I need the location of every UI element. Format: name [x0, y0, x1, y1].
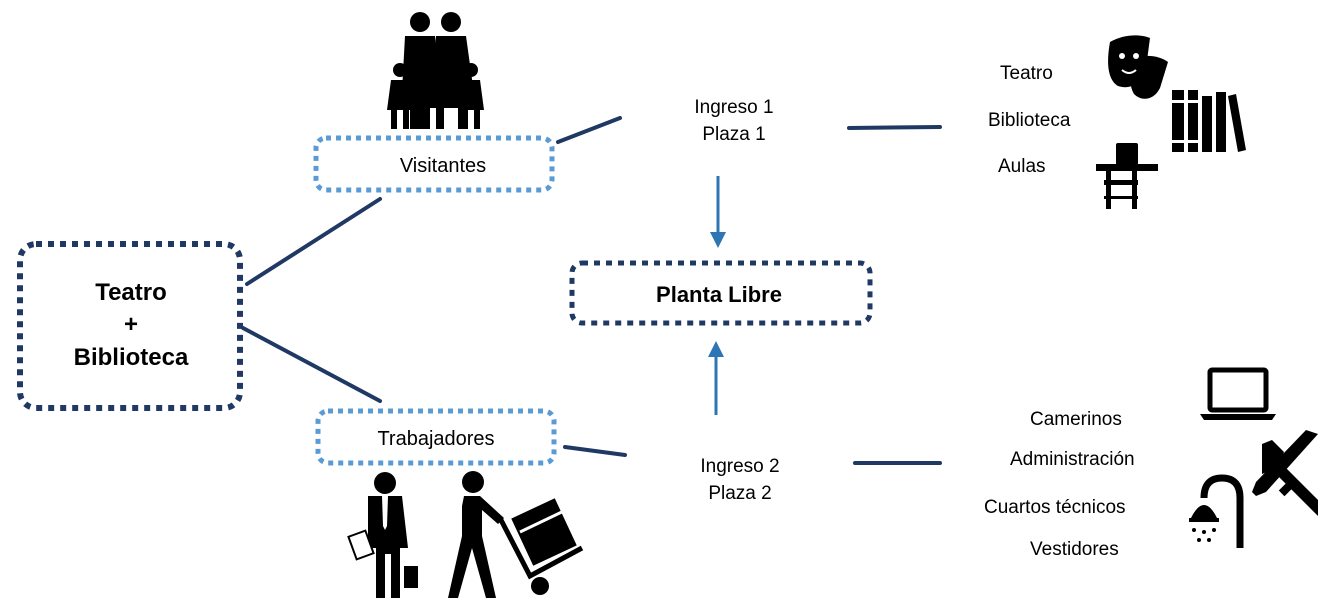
center-label: Planta Libre — [656, 282, 782, 307]
main-box-line3: Biblioteca — [74, 344, 189, 371]
arrow-entrance2-to-center — [708, 341, 724, 415]
private-space-item: Cuartos técnicos — [984, 497, 1126, 518]
connector-entrance1-public — [847, 125, 942, 130]
entrance2-line2: Plaza 2 — [708, 483, 771, 504]
arrow-entrance1-to-center — [710, 176, 726, 248]
public-space-item: Teatro — [1000, 63, 1053, 84]
books-icon — [1172, 90, 1246, 152]
connector-main-visitors — [245, 197, 382, 286]
connector-main-workers — [241, 326, 382, 403]
connector-visitors-entrance1 — [556, 116, 622, 144]
private-spaces-list: Camerinos Administración Cuartos técnico… — [984, 409, 1135, 560]
workers-box: Trabajadores — [315, 408, 557, 466]
main-box-line1: Teatro — [95, 279, 167, 306]
entrance-1: Ingreso 1 Plaza 1 — [694, 97, 773, 145]
private-space-item: Administración — [1010, 449, 1135, 470]
businessman-icon — [347, 472, 418, 598]
entrance1-line2: Plaza 1 — [702, 124, 765, 145]
shower-icon — [1189, 474, 1244, 548]
entrance-2: Ingreso 2 Plaza 2 — [700, 456, 779, 504]
theater-masks-icon — [1108, 35, 1168, 99]
private-space-item: Camerinos — [1030, 409, 1122, 430]
tools-icon — [1252, 430, 1318, 516]
center-box: Planta Libre — [569, 260, 873, 326]
entrance1-line1: Ingreso 1 — [694, 97, 773, 118]
main-box: Teatro + Biblioteca — [17, 241, 243, 411]
main-box-line2: + — [124, 311, 138, 338]
public-spaces-list: Teatro Biblioteca Aulas — [988, 63, 1071, 177]
workers-label: Trabajadores — [377, 428, 494, 450]
connector-workers-entrance2 — [563, 445, 627, 457]
family-icon — [387, 12, 484, 129]
school-desk-icon — [1096, 143, 1158, 209]
public-space-item: Aulas — [998, 156, 1046, 177]
private-space-item: Vestidores — [1030, 539, 1119, 560]
visitors-label: Visitantes — [400, 155, 486, 177]
public-space-item: Biblioteca — [988, 110, 1071, 131]
delivery-worker-icon — [448, 471, 584, 598]
laptop-icon — [1200, 367, 1276, 420]
connectors — [241, 116, 942, 465]
entrance2-line1: Ingreso 2 — [700, 456, 779, 477]
visitors-box: Visitantes — [313, 135, 555, 193]
